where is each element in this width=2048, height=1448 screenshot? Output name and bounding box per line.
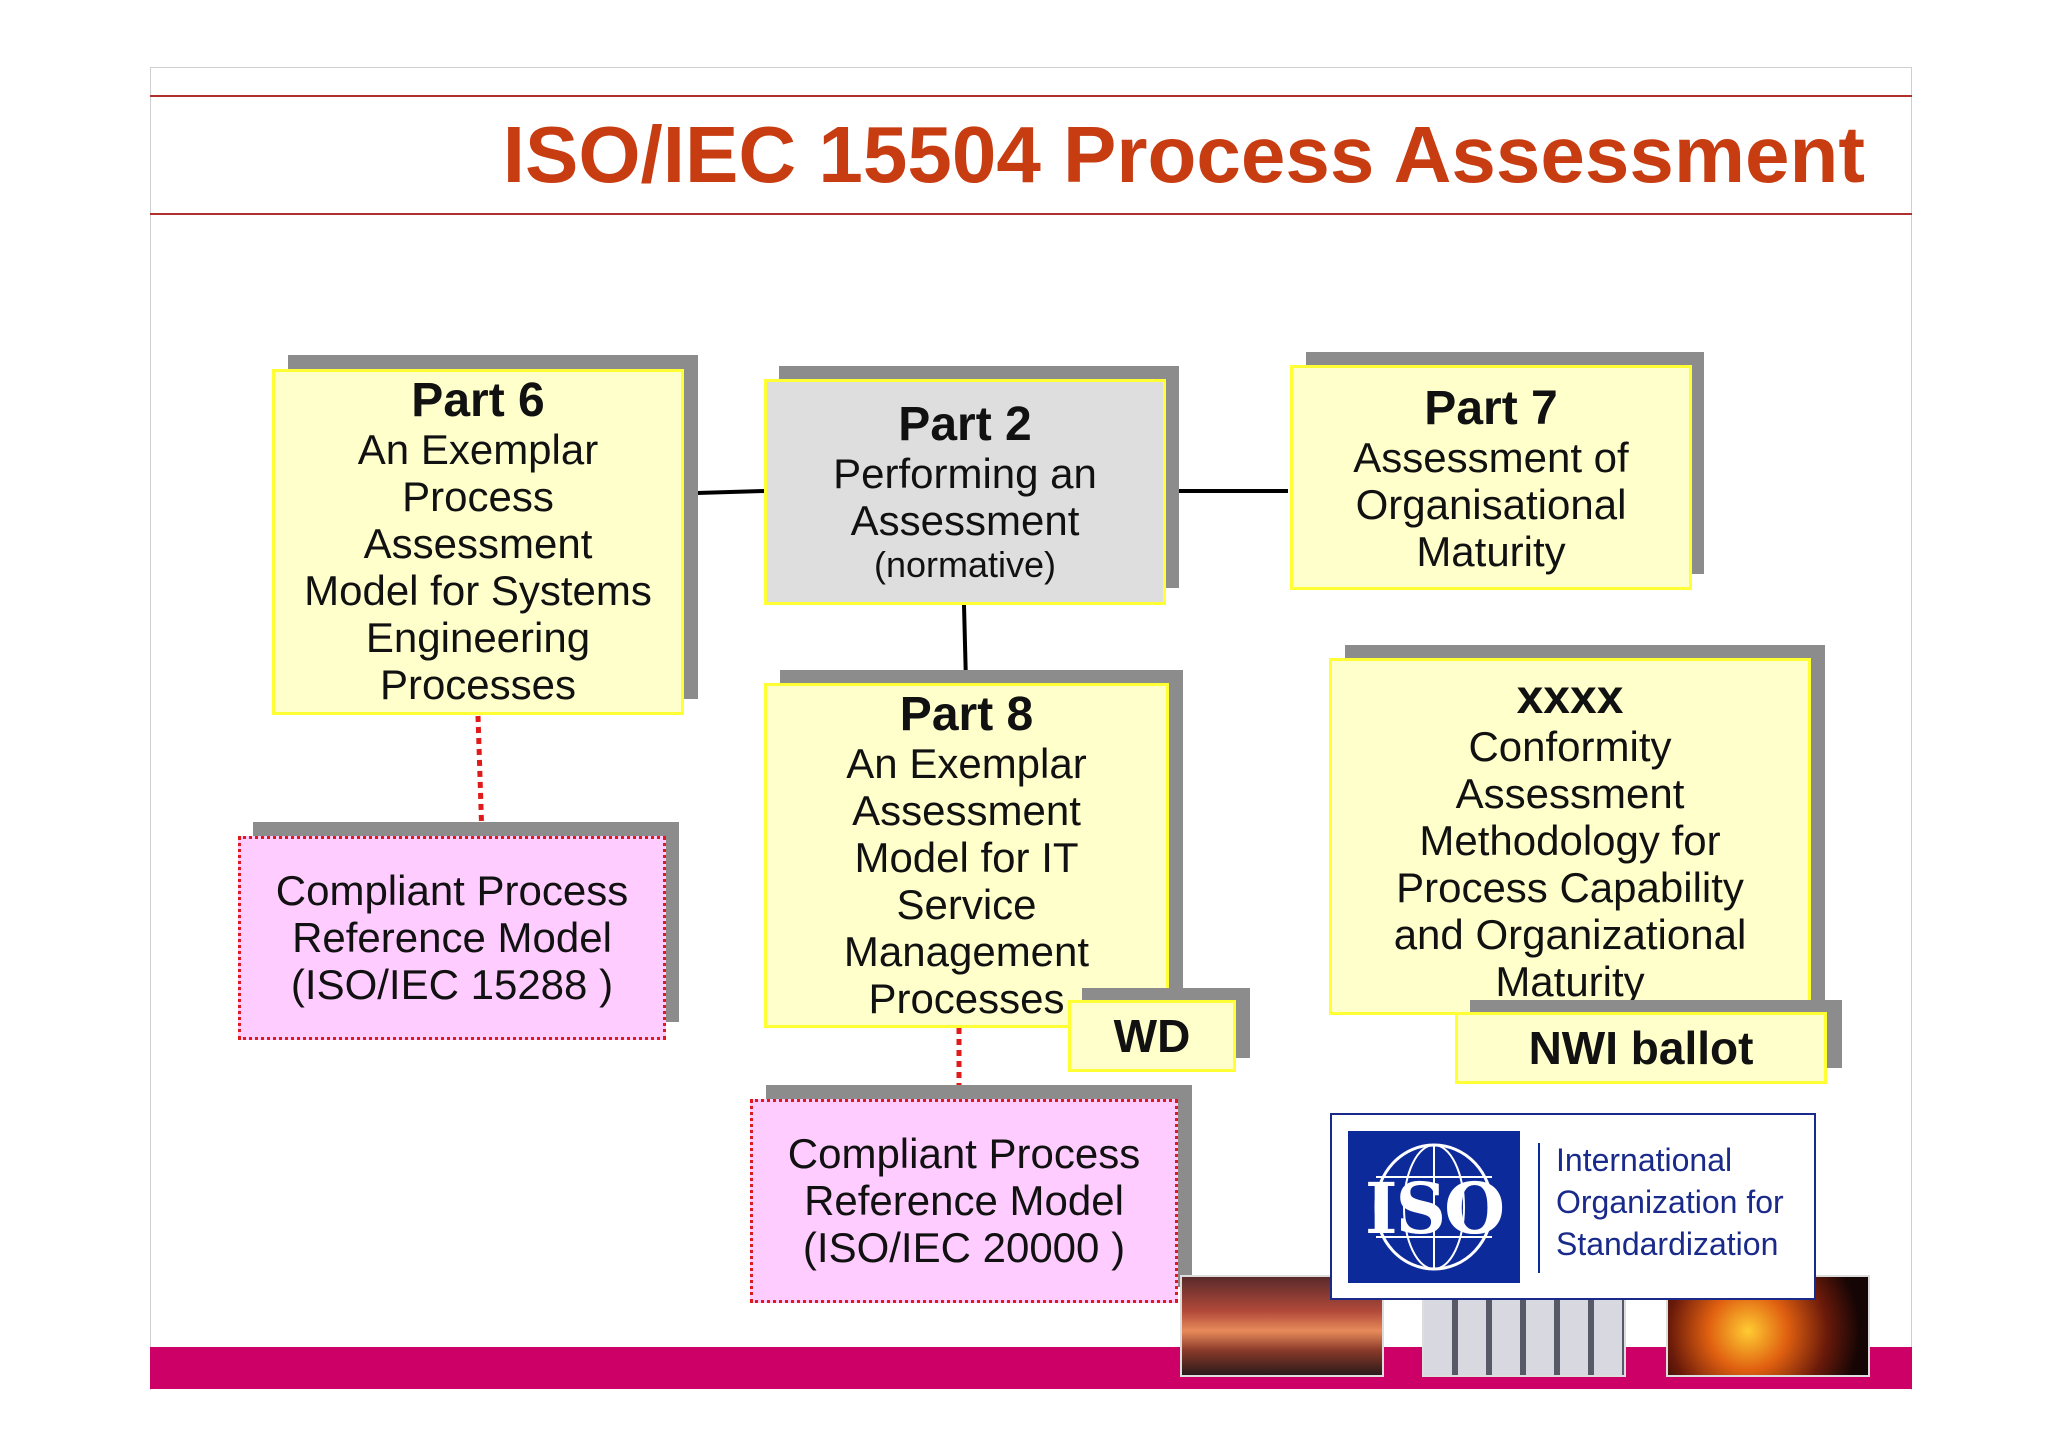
part7-heading: Part 7: [1424, 382, 1558, 435]
prm1-line: (ISO/IEC 15288 ): [290, 961, 614, 1008]
xxxx-line: Conformity: [1468, 723, 1672, 770]
footer-bar: [150, 1347, 1912, 1389]
part8-line: Assessment: [852, 787, 1081, 834]
part8-line: Service: [896, 881, 1037, 928]
xxxx-line: and Organizational: [1393, 911, 1747, 958]
prm1-line: Reference Model: [292, 914, 612, 961]
part6-line: Model for Systems: [304, 567, 652, 614]
sunset-photo: [1180, 1275, 1384, 1377]
part6-line: An Exemplar: [357, 426, 599, 473]
part7-line: Assessment of: [1353, 434, 1629, 481]
prm1-line: Compliant Process: [275, 867, 629, 914]
part6-line: Assessment: [363, 520, 593, 567]
xxxx-heading: xxxx: [1516, 671, 1624, 724]
page-title: ISO/IEC 15504 Process Assessment: [502, 110, 1865, 199]
part8-box: Part 8 An Exemplar Assessment Model for …: [764, 683, 1169, 1028]
xxxx-line: Assessment: [1455, 770, 1685, 817]
part6-line: Processes: [379, 661, 577, 708]
prm2-line: Reference Model: [804, 1177, 1124, 1224]
part8-line: Management: [843, 928, 1090, 975]
title-rule-bottom: [150, 213, 1912, 215]
part2-heading: Part 2: [898, 398, 1032, 451]
iso-name: International Organization for Standardi…: [1556, 1139, 1784, 1265]
part6-heading: Part 6: [411, 374, 545, 427]
part7-box: Part 7 Assessment of Organisational Matu…: [1290, 365, 1692, 590]
xxxx-line: Maturity: [1495, 958, 1645, 1005]
iso-name-line: Standardization: [1556, 1226, 1779, 1262]
xxxx-box: xxxx Conformity Assessment Methodology f…: [1329, 658, 1811, 1015]
iso-name-line: International: [1556, 1142, 1733, 1178]
part2-line: Performing an: [833, 450, 1097, 497]
iso-mark-text: ISO: [1364, 1167, 1505, 1250]
part8-line: Model for IT: [854, 834, 1079, 881]
part7-line: Organisational: [1355, 481, 1627, 528]
part6-box: Part 6 An Exemplar Process Assessment Mo…: [272, 369, 684, 715]
part2-normative-note: (normative): [873, 544, 1057, 585]
title-rule-top: [150, 95, 1912, 97]
part2-line: Assessment: [850, 497, 1080, 544]
nwi-ballot-tag: NWI ballot: [1455, 1012, 1827, 1084]
prm2-box: Compliant Process Reference Model (ISO/I…: [750, 1099, 1178, 1303]
connector-part6-part2: [696, 489, 766, 495]
iso-logo: ISO International Organization for Stand…: [1330, 1113, 1816, 1300]
part6-line: Process: [402, 473, 554, 520]
part8-line: Processes: [868, 975, 1065, 1022]
connector-part6-prm1: [475, 715, 485, 839]
prm2-line: Compliant Process: [787, 1130, 1141, 1177]
iso-divider: [1538, 1143, 1540, 1273]
part2-box: Part 2 Performing an Assessment (normati…: [764, 379, 1166, 605]
part8-heading: Part 8: [899, 688, 1034, 741]
globe-lines-icon: [1374, 1143, 1494, 1271]
wd-status-tag: WD: [1068, 1000, 1236, 1072]
part8-line: An Exemplar: [846, 740, 1087, 787]
xxxx-line: Process Capability: [1396, 864, 1744, 911]
part6-line: Engineering: [365, 614, 591, 661]
iso-globe-icon: ISO: [1348, 1131, 1520, 1283]
prm2-line: (ISO/IEC 20000 ): [802, 1224, 1126, 1271]
part7-line: Maturity: [1416, 528, 1566, 575]
prm1-box: Compliant Process Reference Model (ISO/I…: [238, 836, 666, 1040]
xxxx-line: Methodology for: [1419, 817, 1721, 864]
iso-name-line: Organization for: [1556, 1184, 1784, 1220]
